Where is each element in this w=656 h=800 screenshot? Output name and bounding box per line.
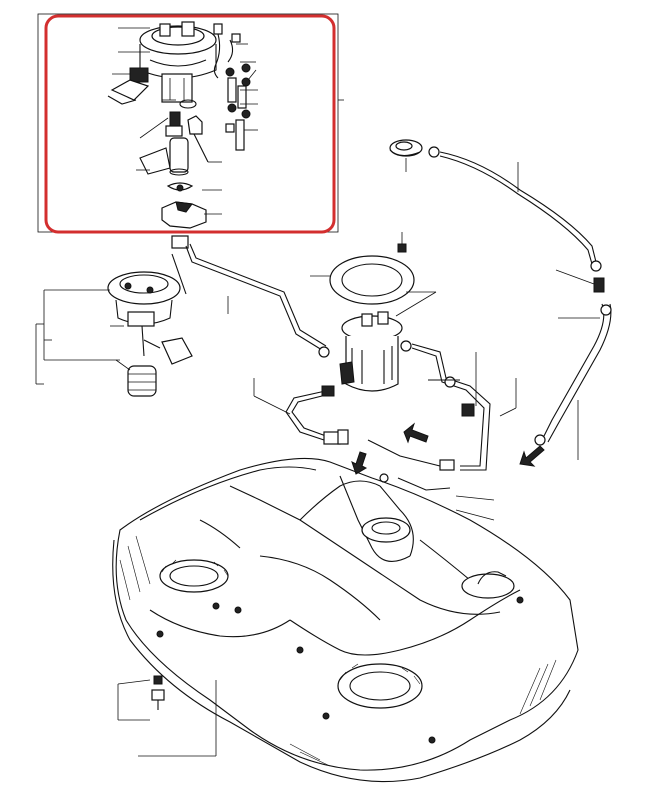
fuel-tank: [112, 457, 579, 783]
pump-holder-part: [161, 201, 207, 229]
vapor-line: [367, 340, 517, 521]
pump-flange-part: [139, 21, 217, 103]
fuel-supply-line: [185, 243, 330, 358]
strainer-part: [139, 147, 171, 175]
bolt-part: [397, 232, 407, 253]
vent-hose-part: [439, 151, 597, 263]
fuel-filter-part: [165, 111, 189, 176]
filler-neck-opening: [461, 571, 515, 599]
sender-opening-center: [361, 517, 411, 543]
pump-clip-part: [166, 182, 194, 192]
sender-unit-left: [107, 235, 193, 397]
fuel-pump-inset: [37, 13, 344, 234]
inset-callouts: [112, 27, 258, 215]
arrow-icon: [351, 451, 368, 475]
vent-valve-part: [555, 260, 605, 293]
breather-hose-part: [541, 303, 605, 441]
fuel-strainer-left-part: [127, 365, 157, 397]
fuel-pump-module: [339, 291, 437, 392]
bottom-callout: [138, 680, 217, 757]
filler-cap-part: [389, 139, 440, 172]
sender-bracket-part: [107, 67, 150, 105]
left-callout-bracket: [35, 289, 131, 385]
seal-tubes-part: [225, 63, 251, 151]
arrow-icon: [519, 445, 545, 467]
sender-opening-right: [337, 663, 423, 709]
o-ring-part: [179, 99, 197, 109]
inset-highlight: [44, 14, 336, 234]
drain-bolt-part: [117, 675, 165, 721]
fuel-return-line: [253, 378, 349, 445]
wiring-harness-part: [213, 23, 241, 79]
sender-opening-left: [159, 559, 229, 593]
retaining-ring-part: [310, 255, 415, 305]
pump-bracket-part: [187, 115, 209, 163]
arrow-icon: [403, 422, 429, 444]
